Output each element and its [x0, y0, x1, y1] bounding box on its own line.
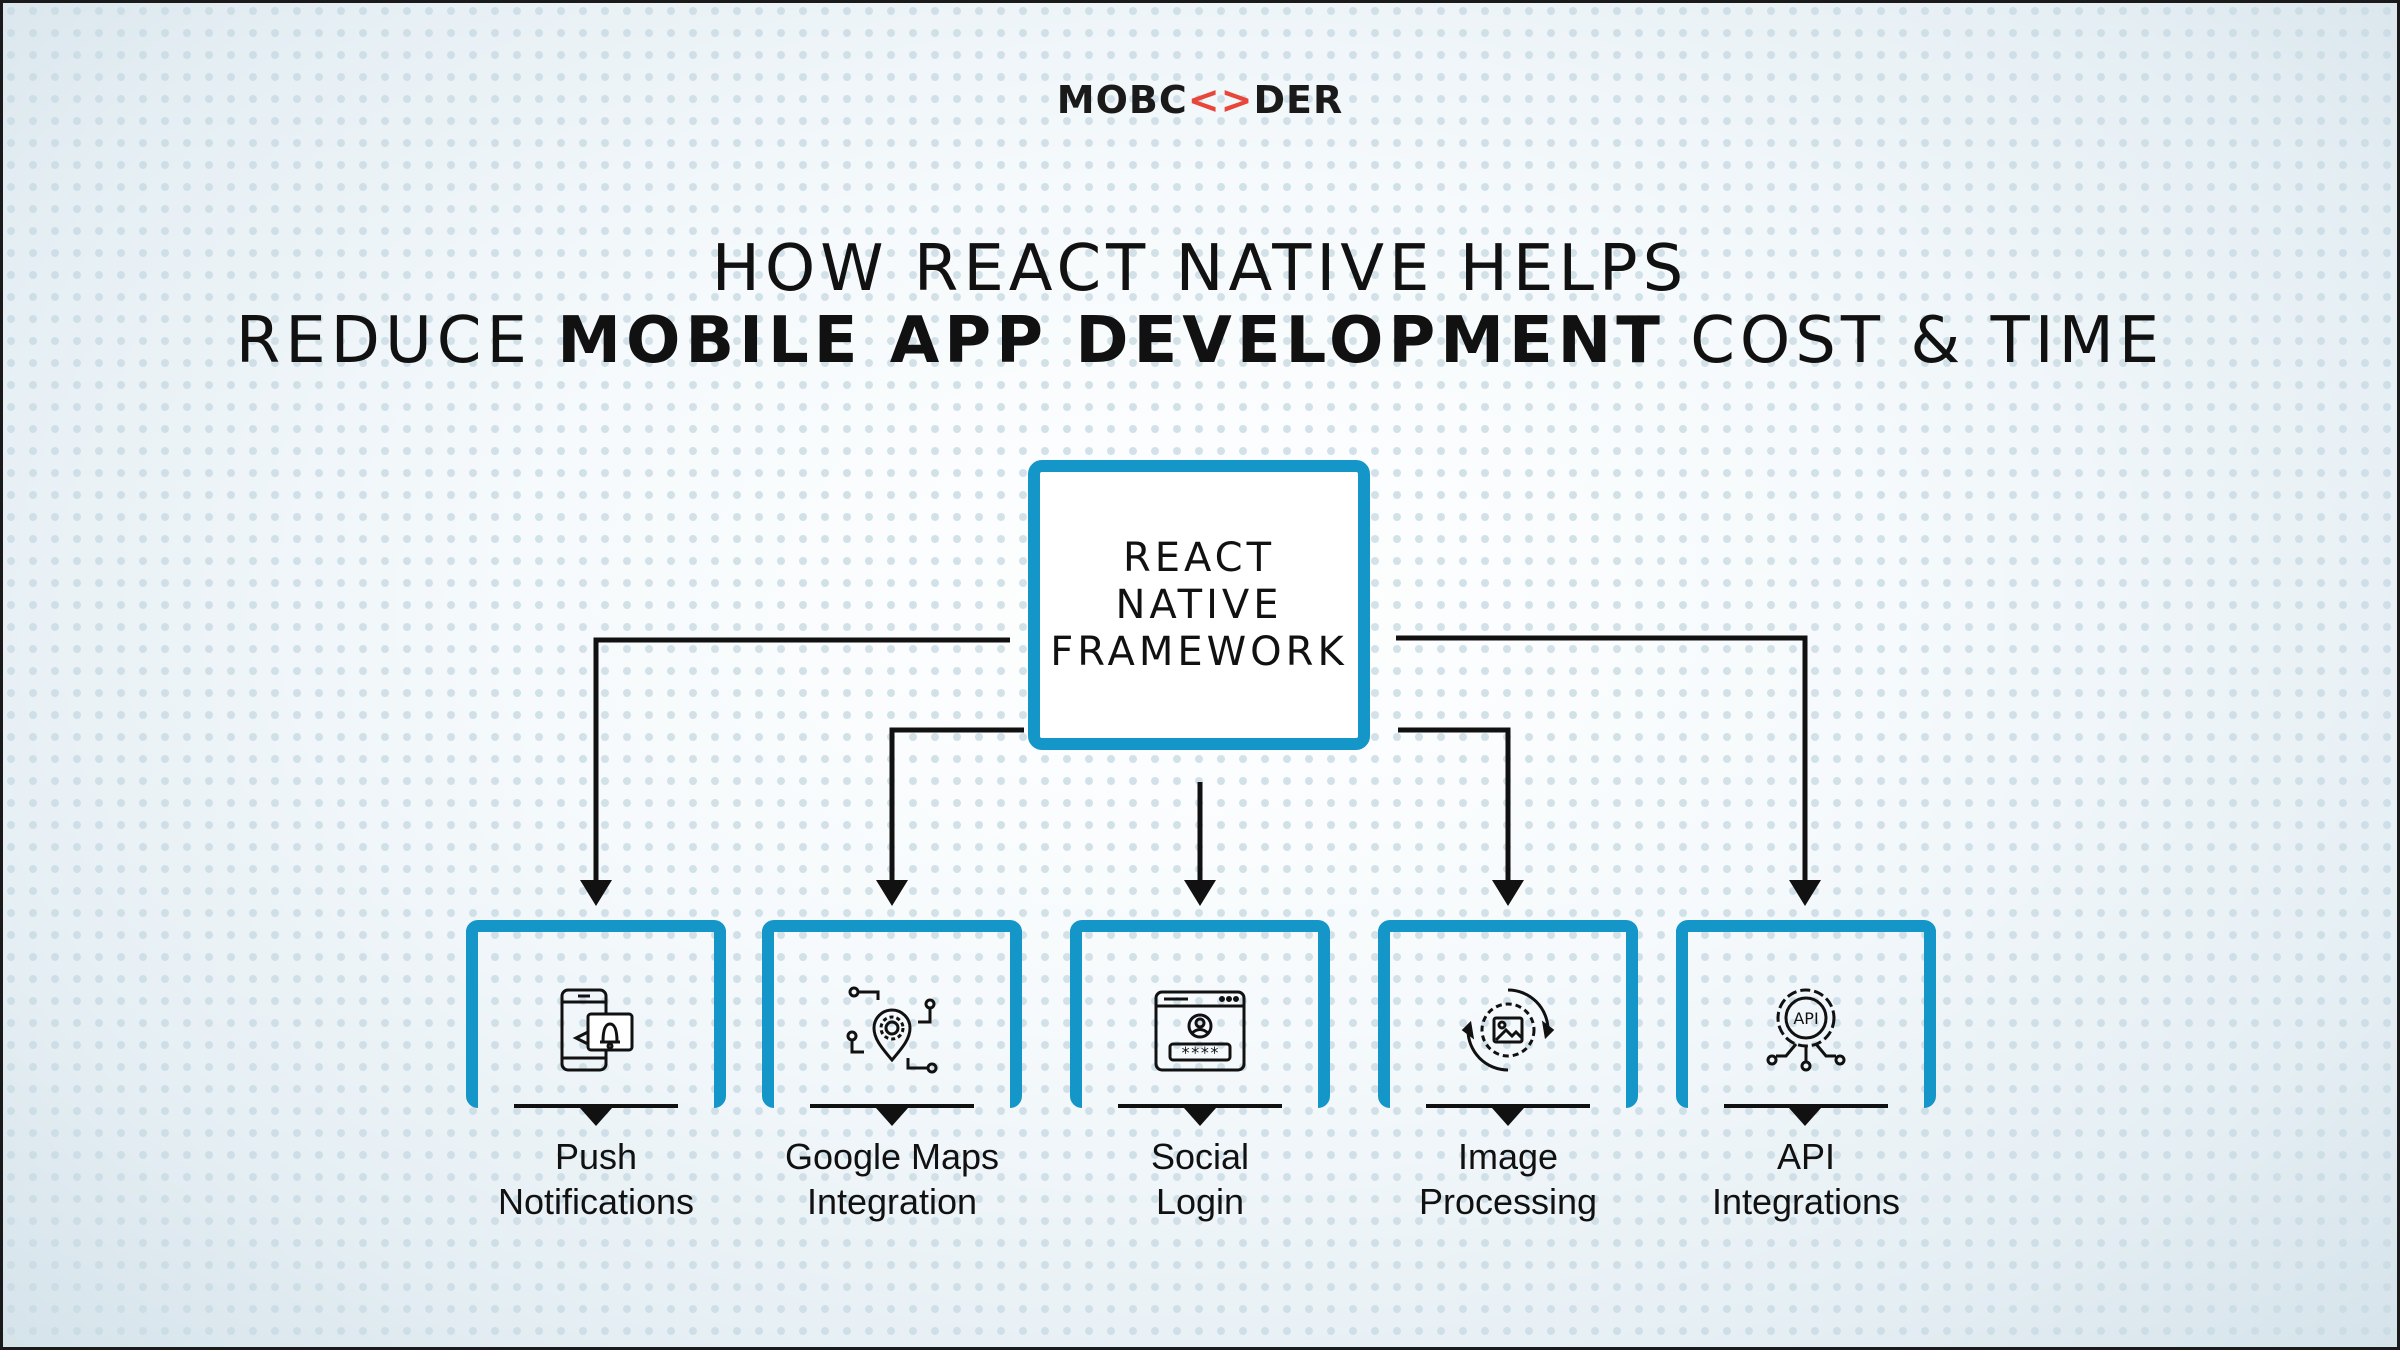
feature-label-maps: Google Maps Integration [784, 1136, 1000, 1222]
feature-label-image: Image Processing [1418, 1136, 1598, 1222]
feature-label-api: API Integrations [1711, 1136, 1901, 1222]
arrowhead-login [1184, 880, 1216, 906]
arrow-api [1396, 635, 1808, 880]
feature-box-maps [762, 920, 1022, 1108]
react-native-framework-box: REACT NATIVE FRAMEWORK [1028, 460, 1370, 750]
arrowhead-push [580, 880, 612, 906]
arrow-maps [889, 727, 1024, 880]
feature-box-push [466, 920, 726, 1108]
title-line-1: HOW REACT NATIVE HELPS [711, 232, 1689, 306]
feature-box-image [1378, 920, 1638, 1108]
feature-label-push: Push Notifications [497, 1136, 695, 1222]
push-notification-icon [560, 988, 634, 1072]
svg-text:****: **** [1181, 1043, 1220, 1062]
arrowhead-api [1789, 880, 1821, 906]
arrow-push [593, 637, 1010, 880]
feature-box-login: **** [1070, 920, 1330, 1108]
api-gear-icon: API [1766, 988, 1846, 1072]
map-pin-gear-icon [846, 986, 938, 1074]
mobcoder-logo: MOBC<>DER [1056, 78, 1344, 122]
arrow-image [1398, 727, 1511, 880]
arrowhead-image [1492, 880, 1524, 906]
login-window-icon: **** [1154, 990, 1246, 1072]
image-processing-icon [1461, 988, 1555, 1072]
feature-label-login: Social Login [1150, 1136, 1250, 1222]
svg-text:API: API [1793, 1009, 1818, 1028]
title-line-2: REDUCE MOBILE APP DEVELOPMENT COST & TIM… [235, 304, 2165, 378]
center-label: REACT NATIVE FRAMEWORK [1050, 534, 1348, 675]
feature-box-api: API [1676, 920, 1936, 1108]
arrowhead-maps [876, 880, 908, 906]
